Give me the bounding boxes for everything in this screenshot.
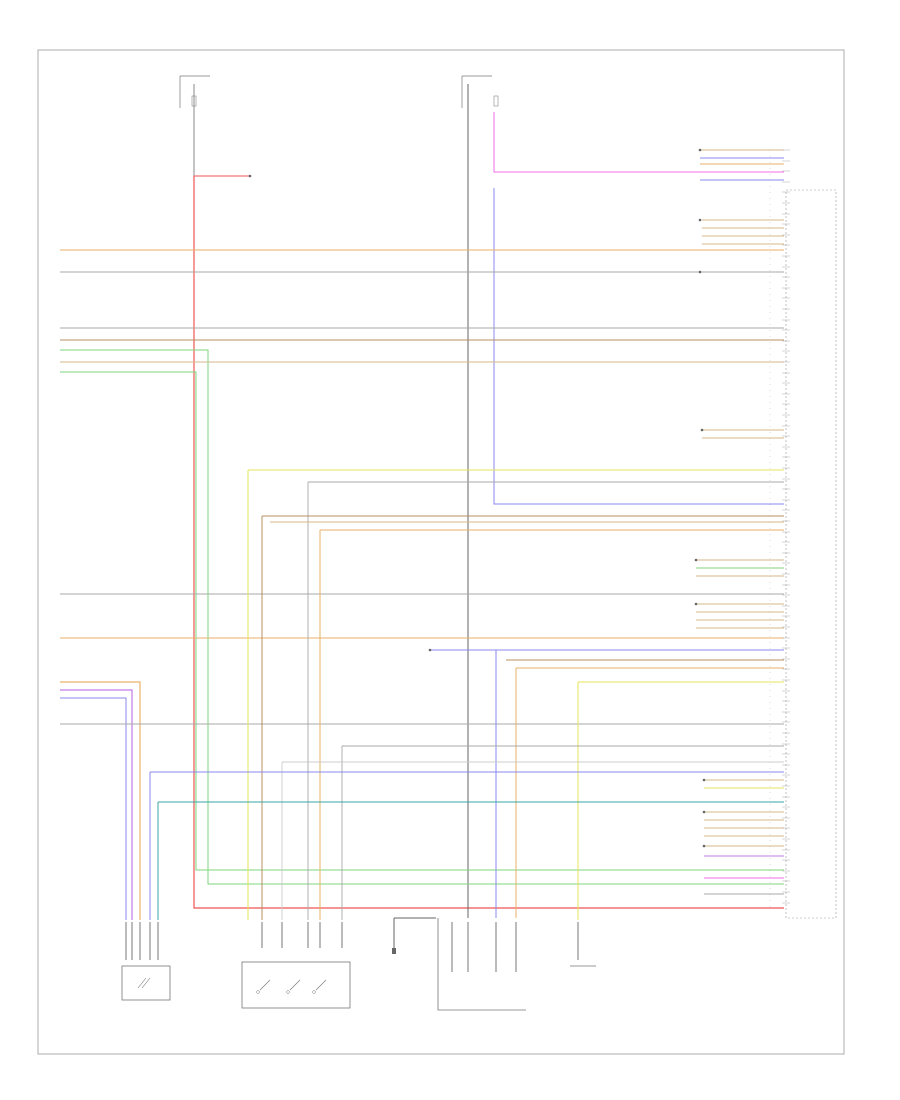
splice-9 xyxy=(702,810,706,814)
wire-14 xyxy=(60,349,784,885)
component-ground-module xyxy=(392,917,436,954)
component-switch-assembly xyxy=(241,961,351,1009)
splice-1 xyxy=(698,148,702,152)
component-middle-module xyxy=(437,918,526,1011)
wire-21 xyxy=(60,697,127,920)
wire-16 xyxy=(60,371,784,871)
label-group xyxy=(248,148,790,904)
splice-10 xyxy=(702,844,706,848)
wire-5 xyxy=(493,188,784,505)
wire-19 xyxy=(60,681,141,920)
splice-8 xyxy=(702,778,706,782)
splice-3 xyxy=(698,270,702,274)
wire-1 xyxy=(193,176,784,909)
splice-2 xyxy=(698,218,702,222)
wire-4 xyxy=(493,112,784,173)
splice-7 xyxy=(428,648,432,652)
component-left-sensor xyxy=(121,965,171,1001)
splice-4 xyxy=(700,428,704,432)
splice-11 xyxy=(248,174,252,178)
splice-6 xyxy=(694,602,698,606)
fuse-block-middle xyxy=(461,75,499,108)
diagram-border xyxy=(37,49,845,1055)
splice-5 xyxy=(694,558,698,562)
control-module-connector xyxy=(769,150,837,919)
wire-20 xyxy=(60,689,133,920)
wire-group xyxy=(60,84,784,972)
fuse-block-left xyxy=(179,75,210,176)
